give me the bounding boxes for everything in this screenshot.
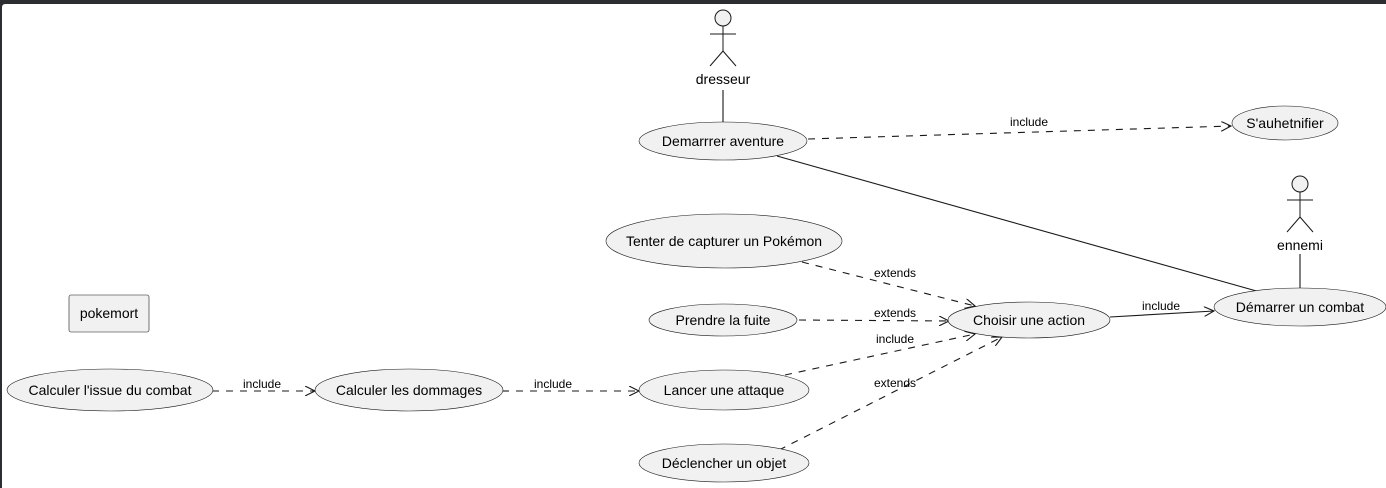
relation-label: include <box>243 377 281 391</box>
relation-label: include <box>534 377 572 391</box>
use-case-label: Demarrrer aventure <box>662 133 784 149</box>
include-arrow-aventure-auth <box>807 126 1231 140</box>
use-case-tenter-capturer[interactable]: Tenter de capturer un Pokémon <box>605 213 843 269</box>
extends-arrow-objet-choisir <box>778 337 1002 451</box>
diagram-canvas: include extends extends include extends … <box>2 4 1386 488</box>
relation-label: extends <box>874 266 916 280</box>
use-case-label: Lancer une attaque <box>664 382 785 398</box>
use-case-label: Calculer l'issue du combat <box>29 382 192 398</box>
use-case-label: Déclencher un objet <box>662 455 787 471</box>
relation-label: include <box>1142 299 1180 313</box>
use-case-label: Choisir une action <box>973 312 1085 328</box>
include-arrow-choisir-combat <box>1109 311 1214 318</box>
use-case-label: Tenter de capturer un Pokémon <box>626 233 822 249</box>
use-case-label: Démarrer un combat <box>1236 299 1364 315</box>
use-case-sauthentifier[interactable]: S'auhetnifier <box>1231 105 1339 141</box>
actor-dresseur[interactable]: dresseur <box>696 9 751 87</box>
use-case-lancer-attaque[interactable]: Lancer une attaque <box>638 369 810 411</box>
use-case-calculer-issue[interactable]: Calculer l'issue du combat <box>6 368 214 412</box>
package-pokemort[interactable]: pokemort <box>68 294 150 333</box>
include-arrow-attaque-choisir <box>784 334 975 376</box>
use-case-label: Calculer les dommages <box>336 382 482 398</box>
relation-label: extends <box>874 306 916 320</box>
stick-figure-icon <box>1286 175 1314 233</box>
use-case-calculer-dommages[interactable]: Calculer les dommages <box>314 368 504 412</box>
use-case-demarrer-combat[interactable]: Démarrer un combat <box>1213 287 1386 327</box>
package-label: pokemort <box>80 305 138 321</box>
actor-label: dresseur <box>696 71 751 87</box>
use-case-demarrer-aventure[interactable]: Demarrrer aventure <box>638 121 808 161</box>
use-case-diagram: include extends extends include extends … <box>6 9 1386 483</box>
actor-ennemi[interactable]: ennemi <box>1277 175 1323 253</box>
relation-label: include <box>876 332 914 346</box>
actor-label: ennemi <box>1277 237 1323 253</box>
use-case-prendre-fuite[interactable]: Prendre la fuite <box>648 303 798 337</box>
stick-figure-icon <box>709 9 737 67</box>
extends-arrow-fuite-choisir <box>798 320 949 321</box>
extends-arrow-capturer-choisir <box>801 261 975 306</box>
association-aventure-combat <box>776 155 1261 293</box>
use-case-label: Prendre la fuite <box>676 312 771 328</box>
use-case-choisir-action[interactable]: Choisir une action <box>947 301 1111 339</box>
relation-label: include <box>1010 115 1048 129</box>
use-case-declencher-objet[interactable]: Déclencher un objet <box>638 443 810 483</box>
relation-label: extends <box>874 376 916 390</box>
use-case-label: S'auhetnifier <box>1246 115 1324 131</box>
